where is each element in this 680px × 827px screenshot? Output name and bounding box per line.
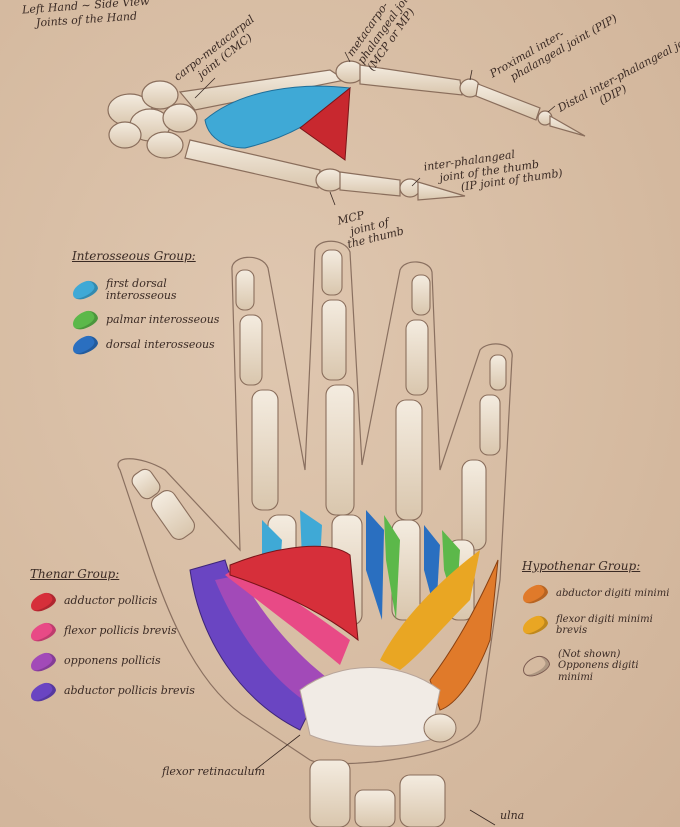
- opponens-digiti-minimi-swatch: [519, 652, 553, 680]
- legend-item: first dorsal interosseous: [70, 276, 219, 303]
- flexor-retinaculum: [299, 667, 441, 747]
- opponens-pollicis-muscle: [215, 575, 330, 710]
- front-view-hand: [117, 240, 513, 827]
- legend-label: flexor digiti minimi brevis: [556, 613, 653, 637]
- legend-label: flexor pollicis brevis: [64, 624, 177, 638]
- legend-item: (Not shown) Opponens digiti minimi: [519, 648, 673, 684]
- dorsal-swatch: [70, 333, 100, 358]
- hypothenar-title: Hypothenar Group:: [522, 559, 641, 573]
- legend-item: dorsal interosseous: [70, 333, 219, 358]
- legend-item: flexor digiti minimi brevis: [520, 613, 673, 638]
- legend-item: opponens pollicis: [28, 649, 195, 674]
- legend-label: adductor pollicis: [64, 594, 158, 608]
- index-finger-bones: [178, 60, 586, 137]
- thumb-bones: [184, 139, 466, 201]
- first-dorsal-swatch: [70, 278, 100, 303]
- legend-label: opponens pollicis: [64, 654, 161, 668]
- side-view-hand: [107, 51, 586, 206]
- thenar-title: Thenar Group:: [30, 567, 120, 581]
- palmar-swatch: [70, 308, 100, 333]
- legend-item: adductor pollicis: [28, 589, 195, 614]
- flexor-pollicis-brevis-muscle: [225, 565, 350, 665]
- interosseous-legend: Interosseous Group: first dorsal interos…: [70, 249, 220, 362]
- abductor-pollicis-brevis-swatch: [28, 679, 58, 704]
- label-ulna: ulna: [500, 809, 525, 822]
- legend-label: palmar interosseous: [106, 312, 220, 326]
- legend-label: (Not shown) Opponens digiti minimi: [558, 648, 639, 683]
- interosseous-title: Interosseous Group:: [72, 249, 196, 263]
- abductor-digiti-minimi-muscle: [429, 559, 499, 711]
- abductor-digiti-minimi-swatch: [520, 581, 550, 606]
- adductor-muscle-side: [299, 86, 351, 161]
- legend-item: palmar interosseous: [70, 308, 220, 333]
- legend-label: abductor pollicis brevis: [64, 684, 195, 698]
- thenar-legend: Thenar Group: adductor pollicis flexor p…: [28, 567, 195, 709]
- legend-label: abductor digiti minimi: [556, 588, 670, 600]
- opponens-pollicis-swatch: [28, 649, 58, 674]
- legend-label: dorsal interosseous: [106, 337, 215, 351]
- legend-item: abductor pollicis brevis: [28, 679, 195, 704]
- hypothenar-legend: Hypothenar Group: abductor digiti minimi…: [519, 559, 673, 692]
- flexor-digiti-minimi-swatch: [520, 613, 550, 638]
- hand-outline: [117, 240, 513, 765]
- finger-bones: [131, 249, 507, 626]
- legend-label: first dorsal interosseous: [106, 276, 177, 303]
- wrist-bones: [309, 759, 446, 827]
- legend-item: abductor digiti minimi: [520, 581, 673, 606]
- adductor-pollicis-swatch: [28, 589, 58, 614]
- carpal-bones: [107, 80, 198, 159]
- flexor-pollicis-brevis-swatch: [28, 619, 58, 644]
- label-flexor-retinaculum: flexor retinaculum: [162, 765, 266, 778]
- legend-item: flexor pollicis brevis: [28, 619, 195, 644]
- adductor-pollicis-muscle: [229, 545, 359, 642]
- flexor-digiti-minimi-muscle: [380, 550, 480, 670]
